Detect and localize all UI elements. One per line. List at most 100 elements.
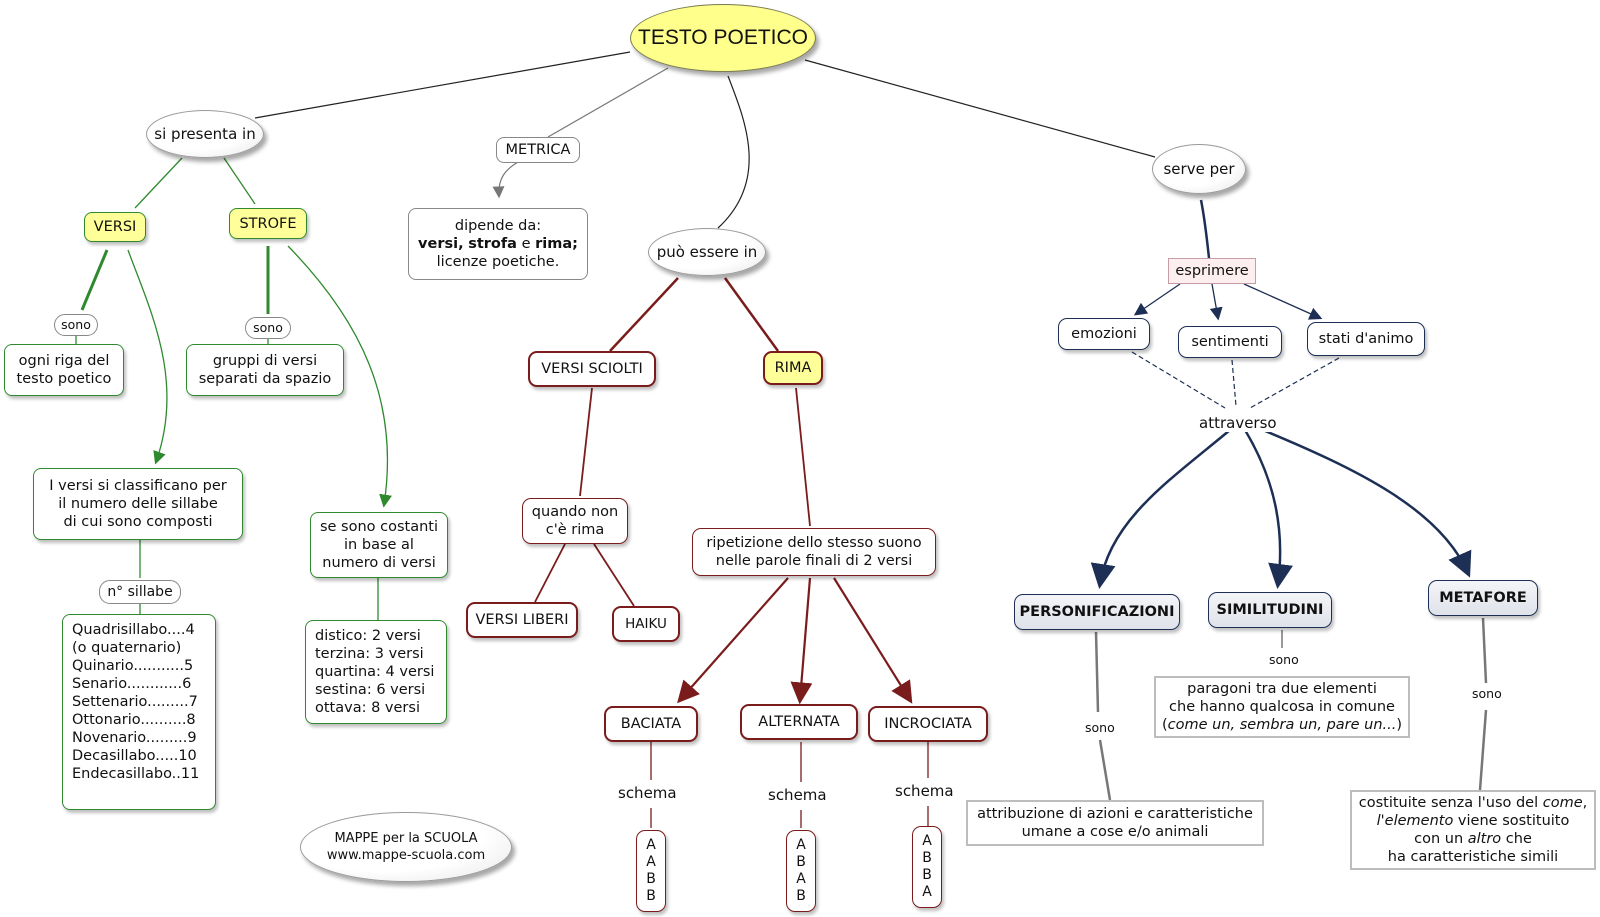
node-schema-abab[interactable]: A B A B <box>786 830 816 912</box>
meta-desc-line4: ha caratteristiche simili <box>1387 849 1559 865</box>
pers-desc-line1: attribuzione di azioni e caratteristiche <box>977 806 1253 822</box>
pers-desc-line2: umane a cose e/o animali <box>1021 824 1209 840</box>
node-pers-desc[interactable]: attribuzione di azioni e caratteristiche… <box>966 800 1264 846</box>
meta-elemento: l'elemento <box>1376 813 1454 829</box>
edge-ripetizione-baciata <box>677 577 789 704</box>
schema-letter: B <box>646 871 656 887</box>
classificano-line2: il numero delle sillabe <box>58 496 218 512</box>
schema-letter: B <box>922 850 932 866</box>
sillabe-item: Decasillabo.....10 <box>72 748 197 764</box>
edge-serve-esprimere <box>1199 199 1211 259</box>
node-ripetizione[interactable]: ripetizione dello stesso suono nelle par… <box>692 528 936 576</box>
node-quando-non[interactable]: quando non c'è rima <box>522 498 628 544</box>
edge-root-serve-per <box>804 59 1156 158</box>
node-sillabe-list[interactable]: Quadrisillabo....4 (o quaternario) Quina… <box>62 614 216 810</box>
edge-versi-sono <box>80 249 109 311</box>
ripetizione-line2: nelle parole finali di 2 versi <box>715 553 913 569</box>
meta-l1b: , <box>1582 795 1588 811</box>
node-versi[interactable]: VERSI <box>84 212 146 242</box>
node-rima[interactable]: RIMA <box>763 351 823 385</box>
node-strofe[interactable]: STROFE <box>229 208 307 239</box>
node-metrica-desc[interactable]: dipende da: versi, strofa e rima; licenz… <box>408 208 588 280</box>
simil-close: ) <box>1396 717 1403 733</box>
node-serve-per[interactable]: serve per <box>1152 144 1246 194</box>
edge-strofe-costanti <box>287 245 392 508</box>
label-sono-pers: sono <box>1085 720 1115 735</box>
strofe-item: ottava: 8 versi <box>315 700 420 716</box>
label-schema-incrociata: schema <box>895 782 954 800</box>
metrica-desc-e: e <box>516 236 536 252</box>
node-strofe-list[interactable]: distico: 2 versi terzina: 3 versi quarti… <box>305 620 447 724</box>
root-testo-poetico[interactable]: TESTO POETICO <box>630 4 816 72</box>
node-metafore[interactable]: METAFORE <box>1428 580 1538 616</box>
edge-metrica-desc <box>492 161 519 199</box>
logo-mappe-scuola[interactable]: MAPPE per la SCUOLA www.mappe-scuola.com <box>300 812 512 882</box>
label-schema-alternata: schema <box>768 786 827 804</box>
logo-line1: MAPPE per la SCUOLA <box>334 831 478 846</box>
edge-versi-classificano <box>127 249 168 465</box>
edge-esprimere-sentimenti <box>1209 283 1223 321</box>
node-metrica[interactable]: METRICA <box>496 137 580 163</box>
node-si-presenta-in[interactable]: si presenta in <box>146 110 264 158</box>
schema-letter: B <box>796 854 806 870</box>
node-ogni-riga[interactable]: ogni riga del testo poetico <box>4 344 124 396</box>
schema-letter: A <box>646 837 656 853</box>
edge-quando-haiku <box>593 543 635 607</box>
node-baciata[interactable]: BACIATA <box>604 706 698 742</box>
sillabe-item: Ottonario..........8 <box>72 712 196 728</box>
node-versi-liberi[interactable]: VERSI LIBERI <box>466 602 578 638</box>
simil-examples: come un, sembra un, pare un... <box>1167 717 1397 733</box>
edge-si-versi <box>134 157 183 209</box>
label-sono-versi: sono <box>54 314 98 336</box>
node-se-sono-costanti[interactable]: se sono costanti in base al numero di ve… <box>310 512 448 578</box>
edge-rima-ripetizione <box>795 387 811 527</box>
node-schema-abba[interactable]: A B B A <box>912 826 942 908</box>
meta-l3a: con un <box>1414 831 1468 847</box>
metrica-desc-line2: versi, strofa e rima; <box>418 235 578 253</box>
node-classificano[interactable]: I versi si classificano per il numero de… <box>33 468 243 540</box>
meta-l1a: costituite senza l'uso del <box>1358 795 1543 811</box>
quando-line1: quando non <box>531 504 619 520</box>
node-esprimere[interactable]: esprimere <box>1168 258 1256 284</box>
node-meta-desc[interactable]: costituite senza l'uso del come, l'eleme… <box>1350 790 1596 870</box>
classificano-line1: I versi si classificano per <box>49 478 227 494</box>
node-emozioni[interactable]: emozioni <box>1058 318 1150 350</box>
meta-l3b: che <box>1501 831 1532 847</box>
node-stati-animo[interactable]: stati d'animo <box>1307 322 1425 356</box>
metrica-desc-line3: licenze poetiche. <box>436 254 560 270</box>
node-gruppi-di-versi[interactable]: gruppi di versi separati da spazio <box>186 344 344 396</box>
edge-ripetizione-incrociata <box>833 577 913 704</box>
metrica-desc-rima: rima; <box>535 236 578 252</box>
node-sentimenti[interactable]: sentimenti <box>1178 326 1282 358</box>
node-schema-aabb[interactable]: A A B B <box>636 830 666 912</box>
strofe-item: distico: 2 versi <box>315 628 421 644</box>
logo-line2: www.mappe-scuola.com <box>326 848 486 863</box>
edge-sono-pers-desc <box>1098 739 1112 801</box>
edge-emozioni-attraverso <box>1131 351 1226 409</box>
simil-open: ( <box>1161 717 1168 733</box>
classificano-line3: di cui sono composti <box>63 514 213 530</box>
schema-letter: A <box>922 833 932 849</box>
costanti-line3: numero di versi <box>322 555 436 571</box>
edge-meta-sono <box>1481 617 1488 684</box>
metrica-desc-versi: versi, <box>418 236 464 252</box>
node-versi-sciolti[interactable]: VERSI SCIOLTI <box>528 351 656 387</box>
node-similitudini[interactable]: SIMILITUDINI <box>1208 592 1332 628</box>
edge-quando-versiliberi <box>534 543 566 603</box>
costanti-line1: se sono costanti <box>319 519 439 535</box>
node-simil-desc[interactable]: paragoni tra due elementi che hanno qual… <box>1154 676 1410 738</box>
node-puo-essere-in[interactable]: può essere in <box>648 228 766 276</box>
label-sono-strofe: sono <box>245 317 291 339</box>
node-incrociata[interactable]: INCROCIATA <box>868 706 988 742</box>
edge-root-si-presenta <box>254 51 631 119</box>
meta-l2b: viene sostituito <box>1453 813 1570 829</box>
node-alternata[interactable]: ALTERNATA <box>740 704 858 740</box>
schema-letter: A <box>796 837 806 853</box>
node-personificazioni[interactable]: PERSONIFICAZIONI <box>1014 594 1180 630</box>
node-haiku[interactable]: HAIKU <box>612 606 680 642</box>
edge-sentimenti-attraverso <box>1231 359 1237 407</box>
sillabe-item: Novenario.........9 <box>72 730 197 746</box>
strofe-item: sestina: 6 versi <box>315 682 426 698</box>
sillabe-item: Endecasillabo..11 <box>72 766 200 782</box>
